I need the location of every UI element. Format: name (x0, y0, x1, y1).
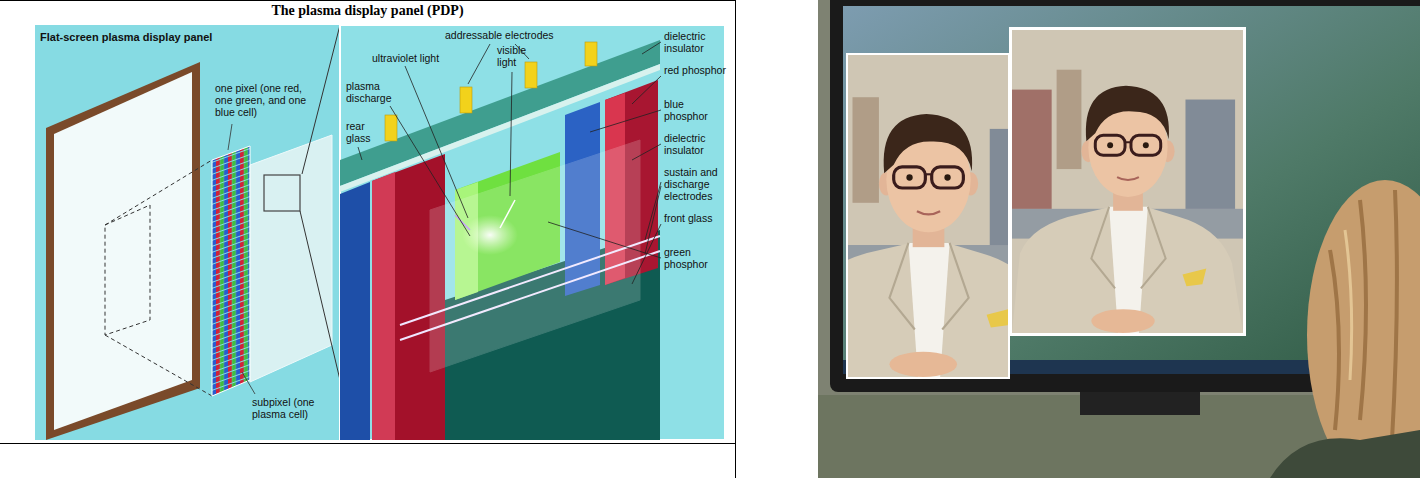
pixel-layers (212, 146, 250, 396)
flat-screen (105, 335, 212, 396)
part-label: subpixel (one plasma cell) (252, 396, 336, 420)
part-label: ultraviolet light (372, 52, 462, 64)
flat-screen (46, 62, 212, 440)
part-label: rear glass (346, 120, 386, 144)
part-label: dielectric insulator (664, 132, 726, 156)
table-border (735, 0, 736, 478)
pixel-layers (302, 25, 340, 174)
part-label: sustain and discharge electrodes (664, 166, 726, 202)
part-label: one pixel (one red, one green, and one b… (215, 82, 315, 118)
leader-line (632, 76, 661, 104)
cyan-background (35, 25, 725, 440)
leader-line (390, 106, 470, 236)
part-label: plasma discharge (346, 80, 401, 104)
monitor-photo (1330, 190, 1397, 440)
zoom-panel (525, 62, 537, 88)
leader-line (645, 182, 661, 240)
leader-line (645, 186, 661, 254)
zoom-panel (430, 140, 640, 372)
figure-heading: Flat-screen plasma display panel (40, 31, 240, 43)
leader-line (632, 144, 661, 160)
leader-line (548, 222, 661, 258)
flat-screen (46, 62, 200, 440)
pixel-layers (242, 372, 255, 394)
zoom-panel (460, 87, 472, 113)
flat-screen (54, 72, 192, 430)
leader-line (632, 224, 661, 284)
monitor-photo (1012, 30, 1243, 333)
zoom-panel (372, 172, 395, 440)
table-border (0, 0, 736, 1)
pixel-layers (250, 135, 332, 382)
monitor-photo (1270, 430, 1420, 478)
pixel-layers (264, 175, 300, 211)
leader-line (358, 42, 661, 284)
pixel-layers (228, 124, 232, 150)
leader-line (590, 110, 661, 132)
cyan-background (35, 25, 725, 440)
monitor-photo (1345, 230, 1352, 380)
flat-screen (105, 160, 212, 225)
zoom-panel (385, 115, 397, 141)
flat-screen (105, 205, 150, 335)
monitor-photo (818, 0, 1420, 478)
part-label: green phosphor (664, 246, 726, 270)
monitor-photo (1009, 27, 1246, 336)
part-label: addressable electrodes (445, 29, 565, 41)
part-label: dielectric insulator (664, 30, 726, 54)
zoom-panel (340, 25, 725, 440)
leader-line (468, 44, 490, 84)
leader-line (405, 66, 468, 218)
part-label: front glass (664, 212, 726, 224)
panel-title: The plasma display panel (PDP) (0, 2, 735, 19)
part-label: blue phosphor (664, 98, 726, 122)
pixel-layers (212, 25, 340, 396)
table-border (0, 443, 736, 444)
table-border (0, 0, 736, 478)
leader-line (510, 72, 512, 196)
zoom-panel (585, 42, 597, 66)
leader-line (358, 147, 362, 160)
zoom-panel (340, 25, 725, 440)
part-label: red phosphor (664, 64, 726, 76)
zoom-panel (340, 182, 370, 440)
monitor-photo (1012, 30, 1243, 333)
pixel-layers (300, 211, 340, 380)
zoom-panel (500, 200, 515, 228)
part-label: visible light (497, 44, 537, 68)
leader-line (642, 42, 661, 54)
